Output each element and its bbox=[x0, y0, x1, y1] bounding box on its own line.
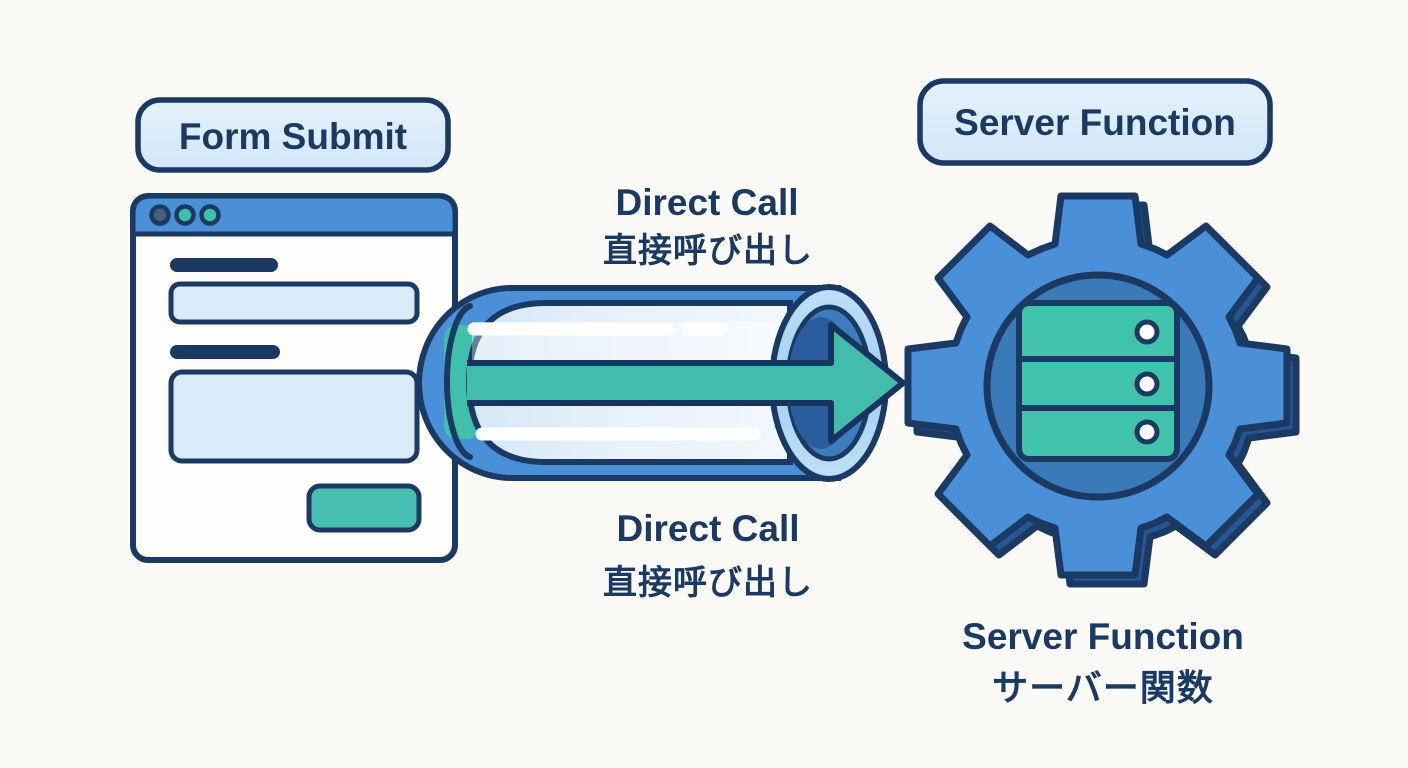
form-text-input bbox=[168, 281, 420, 325]
server-led-icon bbox=[1134, 371, 1160, 397]
form-submit-badge: Form Submit bbox=[135, 97, 451, 173]
server-function-caption-ja: サーバー関数 bbox=[992, 667, 1214, 708]
server-function-badge-box bbox=[917, 78, 1273, 166]
form-submit-label: Form Submit bbox=[179, 116, 407, 157]
window-dot-icon bbox=[199, 204, 221, 226]
server-led-icon bbox=[1134, 319, 1160, 345]
direct-call-text-ja: 直接呼び出し bbox=[603, 232, 813, 270]
server-box bbox=[1016, 300, 1180, 462]
direct-call-label-top: Direct Call 直接呼び出し bbox=[603, 182, 813, 270]
window-dot-icon bbox=[174, 204, 196, 226]
direct-call-text-en: Direct Call bbox=[615, 182, 798, 223]
direct-call-text-en: Direct Call bbox=[616, 508, 799, 549]
server-function-caption: Server Function サーバー関数 bbox=[962, 616, 1244, 708]
server-stack-icon bbox=[1016, 300, 1180, 462]
form-field-label-bar bbox=[170, 345, 280, 359]
form-submit-button bbox=[306, 483, 422, 533]
gear-icon bbox=[904, 192, 1300, 588]
direct-call-arrow-icon bbox=[467, 322, 906, 444]
server-function-badge: Server Function bbox=[917, 78, 1273, 166]
form-field-label-bar bbox=[170, 258, 278, 272]
server-led-icon bbox=[1134, 419, 1160, 445]
browser-window-icon bbox=[130, 193, 458, 563]
direct-call-label-bottom: Direct Call 直接呼び出し bbox=[603, 508, 813, 602]
server-function-label: Server Function bbox=[954, 102, 1236, 143]
pipe-cap-rim-line bbox=[444, 303, 473, 460]
window-dot-icon bbox=[149, 204, 171, 226]
direct-call-text-ja: 直接呼び出し bbox=[603, 564, 813, 602]
form-submit-badge-box bbox=[135, 97, 451, 173]
form-textarea bbox=[168, 369, 420, 464]
server-function-caption-en: Server Function bbox=[962, 616, 1244, 657]
pipe-icon bbox=[416, 284, 906, 482]
